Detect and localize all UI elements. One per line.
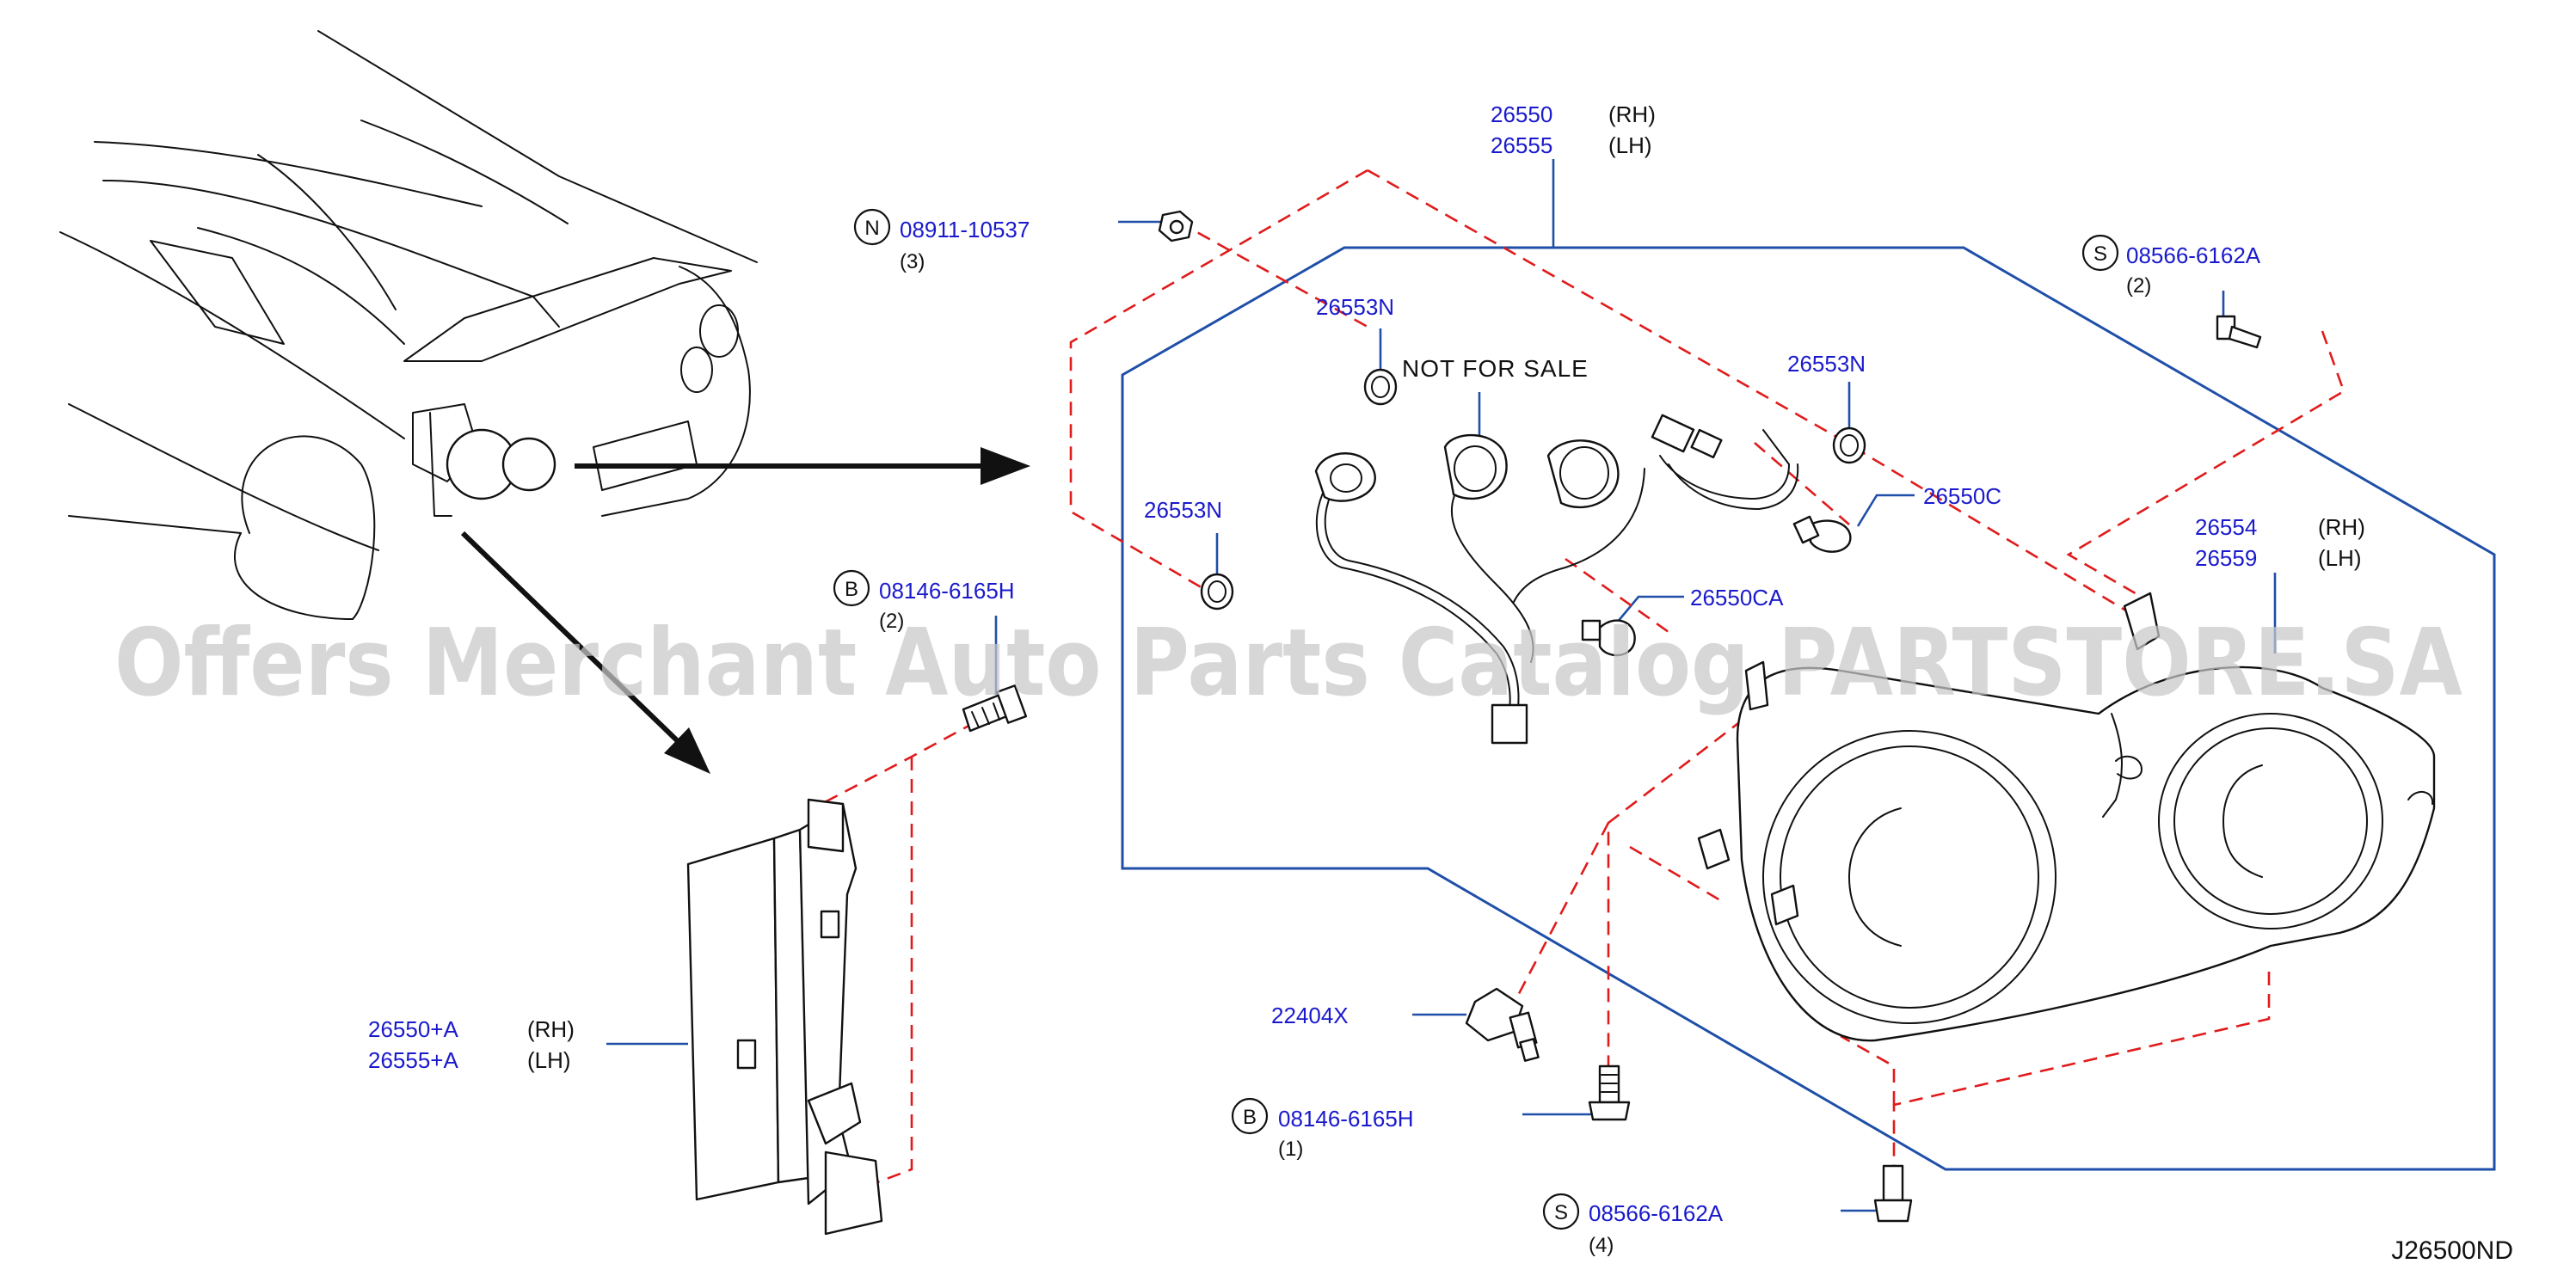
bolt-side-prefix: B (845, 578, 858, 601)
arrow-down-head (664, 727, 710, 774)
side-lamp-side-rh: (RH) (527, 1016, 575, 1042)
bolt-bottom-prefix-circle (1231, 1097, 1269, 1135)
side-lamp-part-rh: 26550+A (368, 1016, 458, 1042)
diagram-reference: J26500ND (2391, 1236, 2513, 1265)
leader-lines (606, 159, 2277, 1212)
bolt-side-lamp (962, 684, 1028, 733)
headlamp-part-lh: 26555 (1491, 132, 1552, 158)
housing-part-rh: 26554 (2195, 514, 2257, 540)
cap-a-part: 26553N (1316, 294, 1394, 320)
side-marker-lamp (686, 798, 883, 1236)
car-rear-view (59, 30, 758, 620)
screw-bottom-qty: (4) (1589, 1234, 1614, 1257)
bulb-c-part: 26550C (1923, 483, 2001, 509)
headlamp-side-rh: (RH) (1608, 101, 1656, 127)
sensor-part: 22404X (1271, 1003, 1349, 1028)
screw-top (2216, 315, 2262, 349)
screw-bottom-prefix-circle (1542, 1193, 1580, 1230)
screw-top-prefix: S (2093, 242, 2107, 266)
bolt-bottom-part: 08146-6165H (1278, 1106, 1414, 1132)
callout-labels: 26550 26555 (RH) (LH) N 08911-10537 (3) … (368, 101, 2513, 1265)
screw-top-prefix-circle (2081, 234, 2119, 272)
nut-qty: (3) (900, 250, 925, 273)
cap-26553n-a (1363, 368, 1398, 406)
bolt-bottom-prefix: B (1243, 1106, 1257, 1129)
bolt-bottom-qty: (1) (1278, 1138, 1303, 1161)
side-lamp-side-lh: (LH) (527, 1047, 571, 1073)
headlamp-part-rh: 26550 (1491, 101, 1552, 127)
nut-part: 08911-10537 (900, 217, 1030, 242)
headlamp-side-lh: (LH) (1608, 132, 1652, 158)
nut-prefix-circle (853, 208, 891, 246)
not-for-sale-note: NOT FOR SALE (1402, 355, 1589, 382)
prefix-circles (833, 208, 2119, 1230)
cap-26553n-b (1832, 426, 1866, 464)
side-lamp-part-lh: 26555+A (368, 1047, 458, 1073)
screw-bottom-prefix: S (1554, 1201, 1568, 1224)
housing-part-lh: 26559 (2195, 545, 2257, 571)
housing-side-rh: (RH) (2318, 514, 2365, 540)
headlamp-housing (1697, 592, 2436, 1042)
cap-b-part: 26553N (1787, 351, 1866, 377)
bolt-side-qty: (2) (879, 610, 904, 633)
nut-prefix: N (864, 217, 879, 240)
bolt-side-prefix-circle (833, 569, 870, 607)
screw-top-part: 08566-6162A (2126, 242, 2261, 268)
bulb-26550c (1792, 515, 1852, 553)
screw-bottom-part: 08566-6162A (1589, 1200, 1724, 1226)
wiring-harness (1314, 414, 1799, 745)
arrow-right-head (981, 447, 1030, 485)
bulb-ca-part: 26550CA (1690, 585, 1784, 610)
assembly-frame (1121, 246, 2496, 1171)
bolt-side-part: 08146-6165H (879, 578, 1015, 604)
sensor-22404x (1465, 987, 1540, 1062)
cap-26553n-c (1200, 573, 1234, 610)
pointer-arrows (460, 447, 1030, 774)
bolt-bottom (1588, 1064, 1631, 1121)
housing-side-lh: (LH) (2318, 545, 2362, 571)
nut-top (1158, 210, 1194, 242)
cap-c-part: 26553N (1144, 497, 1222, 523)
watermark-text: Offers Merchant Auto Parts Catalog PARTS… (114, 610, 2462, 717)
assembly-dashed-lines (821, 169, 2345, 1184)
bulb-26550ca (1581, 619, 1636, 657)
screw-top-qty: (2) (2126, 274, 2151, 298)
screw-bottom (1873, 1164, 1913, 1223)
